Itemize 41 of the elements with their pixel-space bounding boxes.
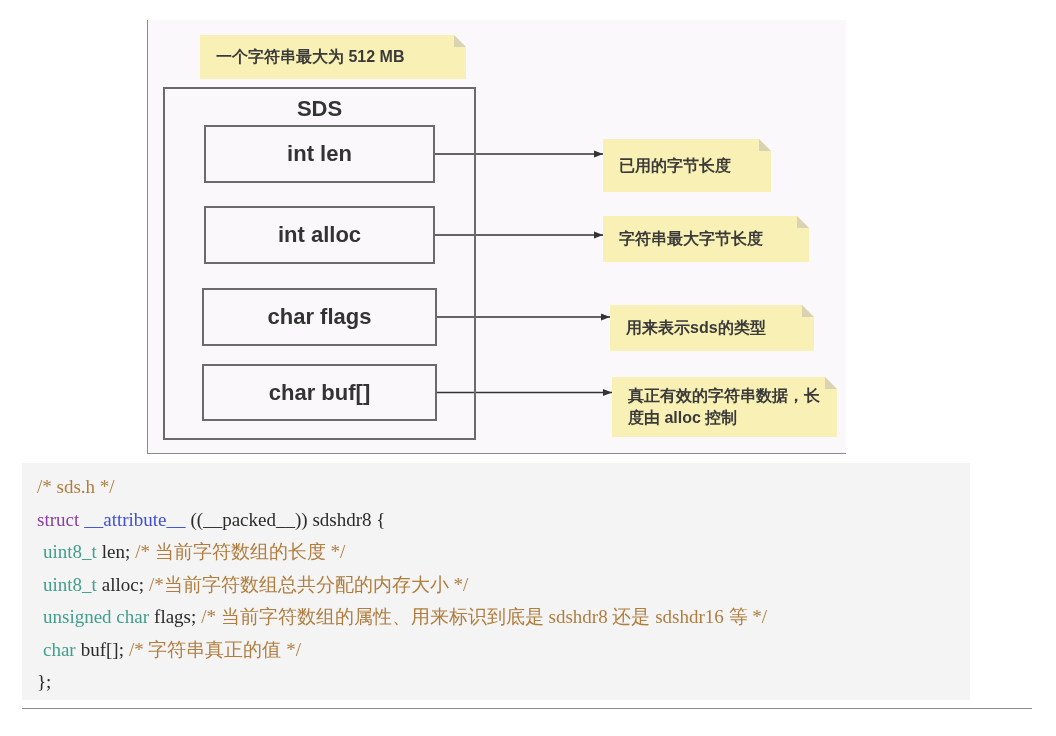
field-label: char buf[]	[268, 378, 371, 407]
arrow	[436, 388, 613, 397]
code-type: uint8_t	[43, 572, 97, 597]
field-label: char flags	[267, 303, 372, 331]
code-attribute: __attribute__	[84, 507, 186, 532]
code-text: };	[37, 670, 52, 694]
code-type: uint8_t	[43, 540, 97, 564]
code-text: ((__packed__)) sdshdr8 {	[190, 507, 386, 532]
sticky-note	[200, 35, 466, 79]
field-box	[204, 125, 435, 183]
sticky-note	[610, 305, 814, 351]
struct-box	[163, 87, 476, 440]
code-type: char	[43, 637, 76, 662]
field-label: int len	[287, 140, 352, 168]
sticky-note	[612, 377, 837, 437]
sticky-note	[603, 139, 771, 192]
code-comment: /* 字符串真正的值 */	[128, 637, 302, 662]
field-label: int alloc	[277, 221, 362, 249]
code-comment: /* 当前字符数组的属性、用来标识到底是 sdshdr8 还是 sdshdr16 等 */	[201, 605, 768, 629]
field-box	[202, 364, 437, 421]
code-comment: /*当前字符数组总共分配的内存大小 */	[149, 572, 469, 597]
field-box	[204, 206, 435, 264]
struct-title: SDS	[295, 95, 344, 123]
code-text: flags;	[154, 605, 197, 629]
code-type: unsigned char	[43, 605, 150, 629]
arrow	[436, 313, 611, 321]
code-comment: /* sds.h */	[37, 475, 115, 499]
note-text: 字符串最大字节长度	[619, 229, 764, 249]
code-comment: /* 当前字符数组的长度 */	[135, 540, 346, 564]
code-keyword: struct	[37, 507, 80, 532]
code-text: buf[];	[80, 637, 124, 662]
note-text: 一个字符串最大为 512 MB	[216, 47, 406, 67]
sticky-note	[603, 216, 809, 262]
note-text: 已用的字节长度	[619, 155, 732, 176]
note-text: 用来表示sds的类型	[626, 318, 767, 338]
note-text: 真正有效的字符串数据，长度由 alloc 控制	[628, 386, 821, 428]
code-text: alloc;	[101, 572, 145, 597]
arrow	[434, 150, 604, 158]
field-box	[202, 288, 437, 346]
arrow	[434, 231, 604, 239]
code-text: len;	[101, 540, 131, 564]
